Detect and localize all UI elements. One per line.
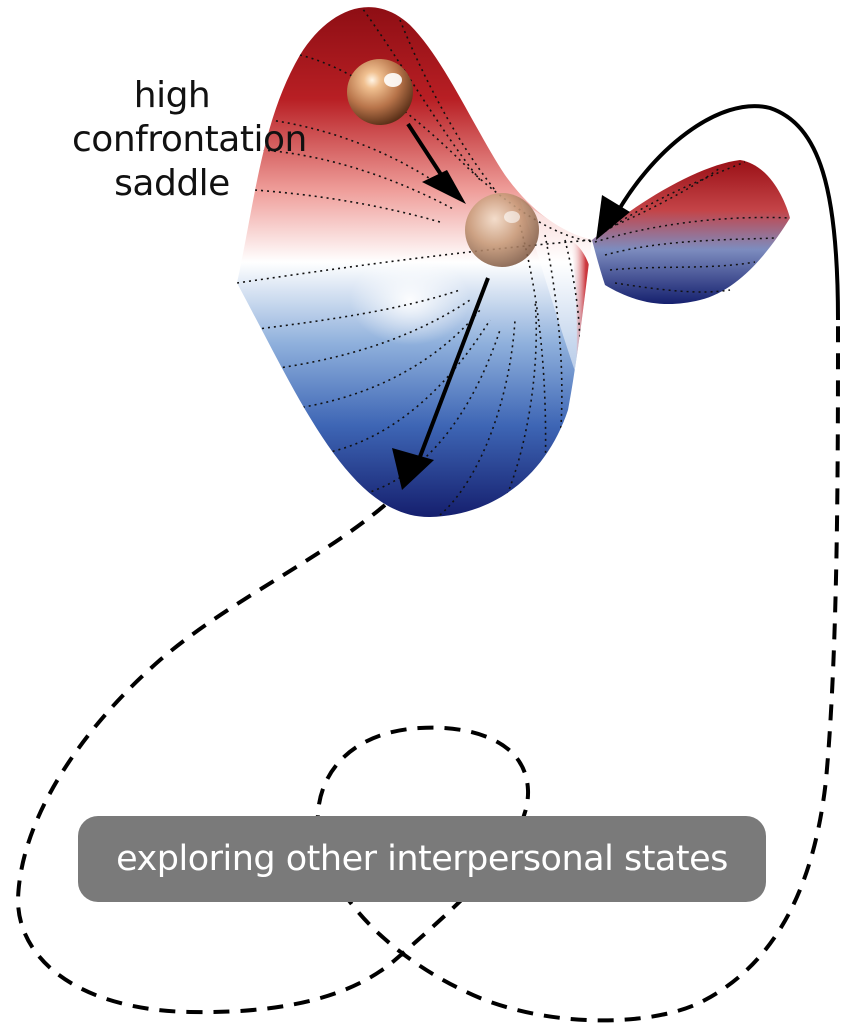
arrow-return-to-saddle bbox=[596, 104, 840, 321]
saddle-label: high confrontation saddle bbox=[72, 74, 307, 206]
saddle-label-line2: confrontation bbox=[72, 119, 307, 160]
middle-ball-sphere-icon bbox=[465, 193, 539, 267]
arrow-top-to-middle bbox=[406, 122, 466, 204]
saddle-surface-right bbox=[592, 160, 791, 305]
saddle-surface-left bbox=[237, 7, 592, 518]
saddle-label-line3: saddle bbox=[114, 163, 230, 204]
other-states-box: exploring other interpersonal states bbox=[78, 816, 766, 902]
top-ball-sphere-icon bbox=[347, 59, 413, 125]
exploration-dashed-path bbox=[15, 319, 840, 1023]
saddle-label-line1: high bbox=[133, 75, 211, 116]
other-states-label: exploring other interpersonal states bbox=[116, 839, 728, 879]
arrow-middle-to-bottom bbox=[392, 277, 490, 490]
